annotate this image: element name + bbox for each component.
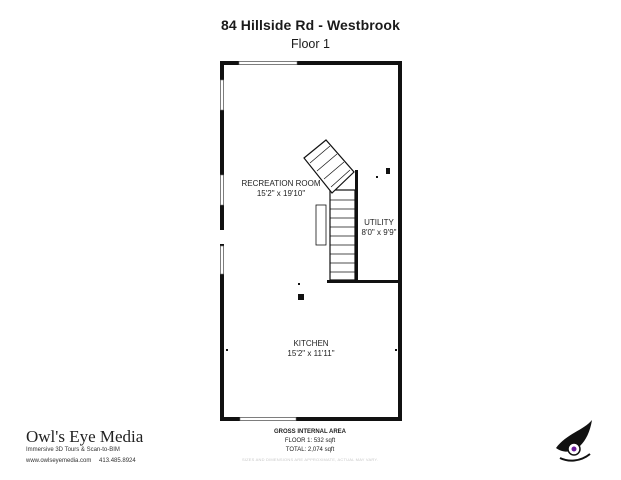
fixtures xyxy=(226,176,401,351)
brand-contact: www.owlseyemedia.com 413.485.8924 xyxy=(26,458,142,464)
room-dimensions: 8'0" x 9'9" xyxy=(361,228,397,237)
shelf xyxy=(315,204,327,246)
room-kitchen: KITCHEN 15'2" x 11'11" xyxy=(256,339,366,359)
floor-area: FLOOR 1: 532 sqft xyxy=(284,438,336,444)
room-utility: UTILITY 8'0" x 9'9" xyxy=(358,218,400,238)
room-dimensions: 15'2" x 11'11" xyxy=(287,349,335,358)
room-recreation: RECREATION ROOM 15'2" x 19'10" xyxy=(226,179,336,199)
area-heading: GROSS INTERNAL AREA xyxy=(273,429,346,435)
stair-treads xyxy=(309,145,355,273)
room-name: UTILITY xyxy=(364,218,394,227)
plan-title: 84 Hillside Rd - Westbrook xyxy=(221,17,400,33)
room-dimensions: 15'2" x 19'10" xyxy=(256,189,306,198)
room-name: RECREATION ROOM xyxy=(241,179,321,188)
brand-website: www.owlseyemedia.com xyxy=(26,458,92,464)
staircase xyxy=(303,139,356,281)
disclaimer: SIZES AND DIMENSIONS ARE APPROXIMATE, AC… xyxy=(241,457,379,462)
brand-name: Owl's Eye Media xyxy=(26,427,144,446)
brand-tagline: Immersive 3D Tours & Scan-to-BIM xyxy=(26,447,120,453)
windows xyxy=(220,61,298,421)
left-wall-gaps xyxy=(220,230,224,244)
brand-phone: 413.485.8924 xyxy=(99,458,136,464)
room-name: KITCHEN xyxy=(293,339,329,348)
owl-eye-logo-icon xyxy=(556,420,592,462)
floor-label: Floor 1 xyxy=(291,37,330,51)
total-area: TOTAL: 2,074 sqft xyxy=(285,447,335,453)
area-summary: GROSS INTERNAL AREA FLOOR 1: 532 sqft TO… xyxy=(250,428,370,455)
utility-walls xyxy=(327,168,402,283)
outer-walls xyxy=(220,61,402,421)
